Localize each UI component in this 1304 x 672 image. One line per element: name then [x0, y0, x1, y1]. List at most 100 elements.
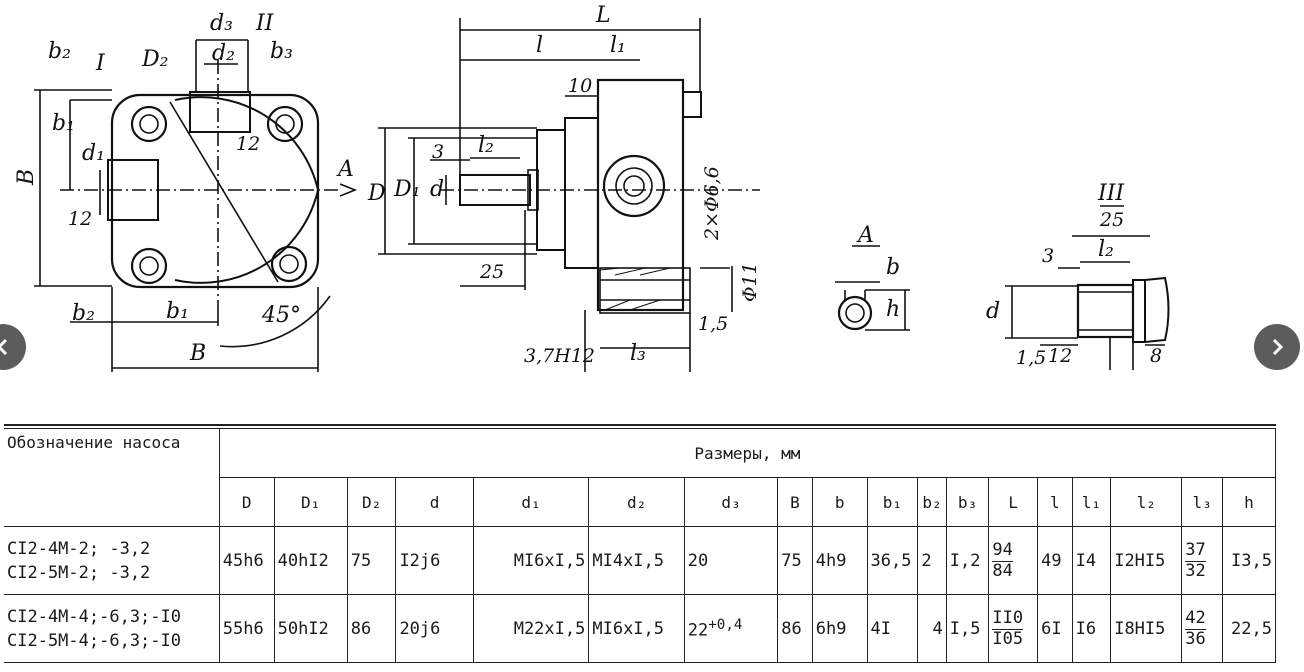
label-l3: l₃	[630, 341, 646, 366]
table-row: CI2-4M-4;-6,3;-I0 CI2-5M-4;-6,3;-I0 55h6…	[4, 594, 1277, 663]
col-header-l1: l₁	[1071, 477, 1112, 527]
label-viewA-b: b	[886, 255, 900, 280]
cell-d1: M22xI,5	[472, 594, 590, 663]
label-roman-I: I	[95, 51, 106, 76]
cell-d3: 22+0,4	[683, 594, 779, 663]
dimensions-table: Обозначение насоса Размеры, мм D D₁ D₂ d…	[4, 428, 1277, 663]
header-dimensions-group: Размеры, мм	[218, 428, 1277, 478]
label-3: 3	[432, 141, 444, 163]
l3-denominator: 36	[1185, 628, 1206, 649]
table-row: CI2-4M-2; -3,2 CI2-5M-2; -3,2 45h6 40hI2…	[4, 526, 1277, 595]
view-a	[835, 245, 910, 331]
col-header-b1: b₁	[866, 477, 919, 527]
l3-numerator: 37	[1185, 539, 1206, 562]
col-header-B: B	[777, 477, 813, 527]
label-b2-bottom: b₂	[72, 301, 95, 326]
pump-name: CI2-5M-2; -3,2	[7, 562, 151, 583]
label-l1: l₁	[610, 33, 626, 58]
d3-base: 22	[687, 620, 709, 641]
label-L: L	[595, 3, 611, 28]
label-d2: d₂	[212, 41, 235, 66]
L-denominator: 84	[992, 560, 1013, 581]
cell-l2: I2HI5	[1110, 526, 1183, 595]
header-pump-designation: Обозначение насоса	[4, 428, 220, 527]
dimensions-table-container: Обозначение насоса Размеры, мм D D₁ D₂ d…	[0, 422, 1304, 672]
cell-d2: MI4xI,5	[588, 526, 685, 595]
cell-D2: 86	[346, 594, 397, 663]
label-phi11: Φ11	[739, 262, 761, 302]
front-view	[34, 39, 358, 372]
label-b1-bottom: b₁	[166, 299, 189, 324]
l3-denominator: 32	[1185, 560, 1206, 581]
cell-l1: I6	[1071, 594, 1112, 663]
cell-B: 75	[777, 526, 813, 595]
cell-b1: 4I	[866, 594, 919, 663]
cell-h: I3,5	[1221, 526, 1277, 595]
detail-view-iii	[1005, 205, 1170, 370]
cell-d: I2j6	[395, 526, 474, 595]
label-l2: l₂	[478, 133, 494, 158]
col-header-l2: l₂	[1110, 477, 1183, 527]
next-image-button[interactable]	[1254, 324, 1300, 370]
side-view	[378, 18, 760, 372]
label-bore: 3,7H12	[524, 345, 595, 367]
cell-b3: I,2	[945, 526, 990, 595]
pump-name: CI2-5M-4;-6,3;-I0	[7, 630, 181, 651]
label-B-bottom: B	[189, 341, 206, 366]
pump-name: CI2-4M-4;-6,3;-I0	[7, 606, 181, 627]
label-d1: d₁	[82, 141, 105, 166]
label-d: d	[430, 177, 444, 202]
cell-h: 22,5	[1221, 594, 1277, 663]
col-header-d3: d₃	[683, 477, 779, 527]
technical-drawing: b₂ B b₁ d₁ 12 I D₂ d₃ d₂ II b₃ 12 b₂ b₁ …	[14, 3, 1170, 372]
label-D: D	[367, 181, 386, 206]
cell-d: 20j6	[395, 594, 474, 663]
cell-b: 4h9	[811, 526, 868, 595]
cell-l: 49	[1037, 526, 1073, 595]
col-header-l3: l₃	[1181, 477, 1223, 527]
label-viewIII-scale: 25	[1099, 209, 1124, 231]
col-header-L: L	[988, 477, 1039, 527]
label-arrow-A: A	[336, 157, 354, 182]
col-header-l: l	[1037, 477, 1073, 527]
pump-names-cell: CI2-4M-4;-6,3;-I0 CI2-5M-4;-6,3;-I0	[4, 594, 220, 663]
cell-l1: I4	[1071, 526, 1112, 595]
col-header-b: b	[811, 477, 868, 527]
cell-D2: 75	[346, 526, 397, 595]
label-b3: b₃	[270, 39, 293, 64]
label-B-vert: B	[14, 169, 39, 186]
label-10: 10	[568, 75, 592, 97]
label-viewIII-title: III	[1097, 181, 1125, 206]
cell-b3: I,5	[945, 594, 990, 663]
label-12-top: 12	[236, 133, 260, 155]
col-header-D: D	[218, 477, 275, 527]
label-25: 25	[479, 261, 504, 283]
col-header-b3: b₃	[945, 477, 990, 527]
table-header-row-1: Обозначение насоса Размеры, мм	[4, 428, 1277, 527]
d3-tolerance: +0,4	[708, 616, 743, 633]
col-header-b2: b₂	[917, 477, 947, 527]
cell-b2: 4	[917, 594, 947, 663]
L-denominator: I05	[992, 628, 1024, 649]
label-viewIII-d: d	[986, 299, 1000, 324]
label-viewIII-1-5: 1,5	[1016, 347, 1046, 369]
chevron-right-icon	[1272, 338, 1284, 356]
label-b2-top: b₂	[48, 39, 71, 64]
label-d3: d₃	[210, 11, 233, 36]
label-viewIII-8: 8	[1150, 345, 1162, 367]
table-top-rule	[4, 424, 1276, 426]
cell-l2: I8HI5	[1110, 594, 1183, 663]
l3-numerator: 42	[1185, 607, 1206, 630]
cell-D: 55h6	[218, 594, 275, 663]
pump-names-cell: CI2-4M-2; -3,2 CI2-5M-2; -3,2	[4, 526, 220, 595]
col-header-D2: D₂	[346, 477, 397, 527]
col-header-d: d	[395, 477, 474, 527]
label-viewA-h: h	[886, 297, 900, 322]
label-b1-vert: b₁	[52, 111, 75, 136]
col-header-d2: d₂	[588, 477, 685, 527]
label-D2: D₂	[141, 47, 168, 72]
